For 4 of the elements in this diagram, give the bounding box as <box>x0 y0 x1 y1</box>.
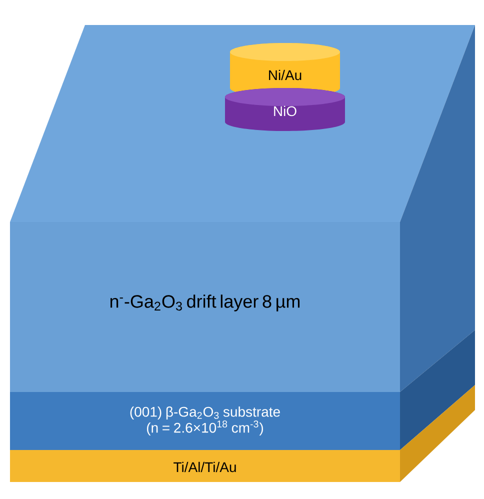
metal-layer: Ti/Al/Ti/Au <box>174 462 236 472</box>
substrate-layer: (001) β-Ga$_{2}$O$_{3}$ substrate (n = 2.6×10$^{18}$ cm$^{-3}$) <box>130 406 280 436</box>
drift-layer: n$^{-}$-Ga$_{2}$O$_{3}$ drift layer 8 µm <box>110 294 300 312</box>
contact-layer: NiO <box>225 88 345 131</box>
